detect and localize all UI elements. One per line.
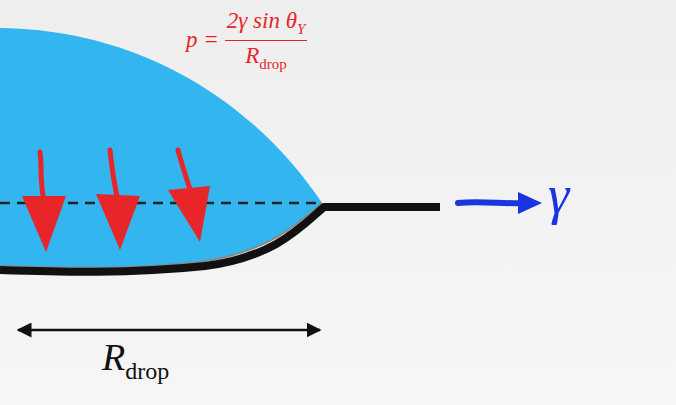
subscript: drop [259,55,287,71]
numerator-text: 2γ sin θ [227,8,297,33]
pressure-formula: p =2γ sin θYRdrop [186,8,307,72]
radius-symbol: R [102,336,125,378]
numerator: 2γ sin θY [225,8,308,41]
liquid-drop [0,28,322,268]
pressure-arrowheads [22,186,210,252]
tension-arrow [458,192,542,214]
subscript: Y [297,21,305,37]
fraction: 2γ sin θYRdrop [225,8,308,72]
gamma-symbol: γ [548,165,569,225]
dimension-arrow [18,329,320,332]
tension-label: γ [548,168,569,222]
formula-lhs: p = [186,27,219,52]
pressure-arrows [40,150,192,200]
elastic-sheet [0,207,440,272]
dimension-label: Rdrop [102,338,169,383]
denominator: Rdrop [225,41,308,73]
subscript: drop [125,358,169,384]
denominator-text: R [245,43,259,68]
